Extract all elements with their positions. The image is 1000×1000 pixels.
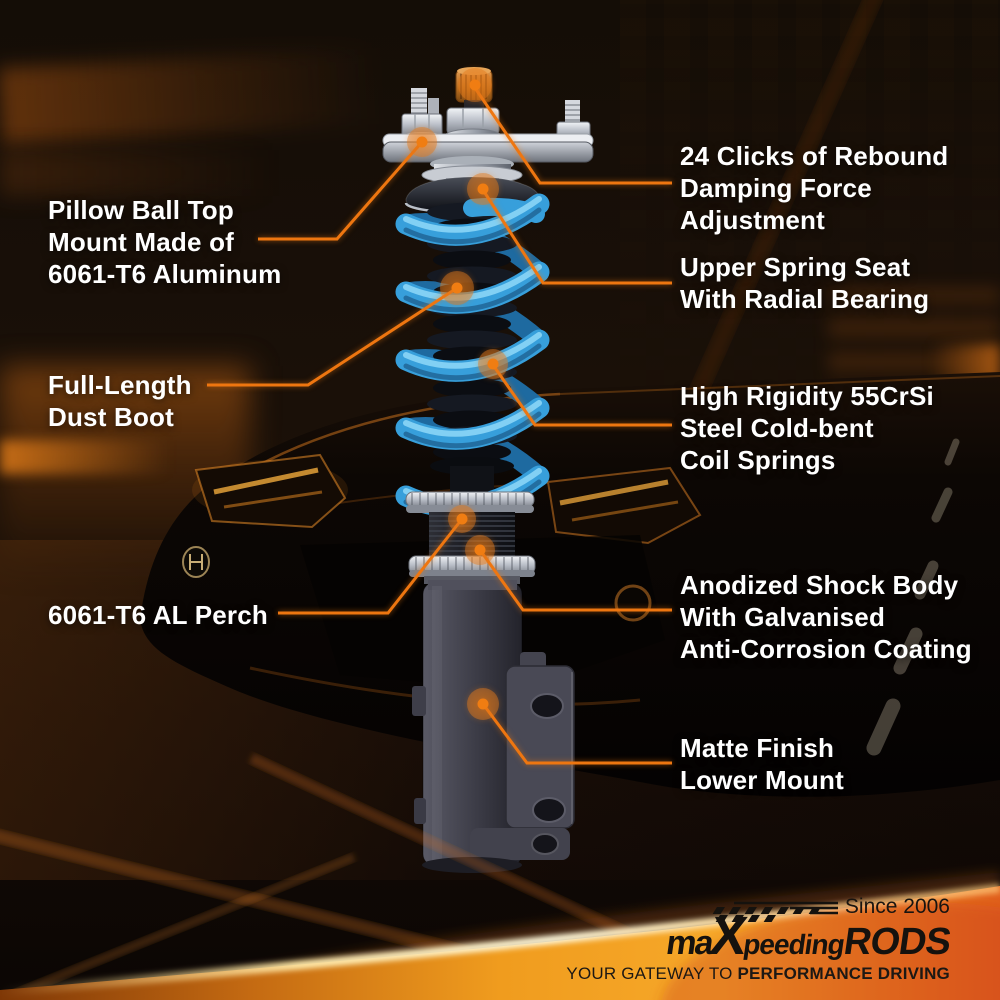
callout-line-lower-mount — [481, 703, 672, 765]
logo-rods: RODS — [840, 921, 953, 963]
honda-badge — [182, 546, 210, 578]
road-light-band-core — [0, 440, 170, 474]
tagline-bold: PERFORMANCE DRIVING — [737, 964, 950, 983]
callout-dot — [467, 688, 499, 720]
checkered-flag-icon — [712, 907, 821, 922]
label-pillow-ball-top-mount: Pillow Ball Top Mount Made of 6061-T6 Al… — [48, 195, 282, 289]
label-al-perch: 6061-T6 AL Perch — [48, 600, 268, 630]
label-shock-body: Anodized Shock Body With Galvanised Anti… — [680, 570, 972, 664]
callout-line-dust-boot — [207, 286, 458, 387]
callout-dot — [407, 127, 437, 157]
logo-ma: ma — [663, 924, 715, 962]
spring-perch — [405, 491, 535, 513]
callout-line-rebound — [473, 87, 672, 185]
callout-dot — [478, 349, 508, 379]
callout-dot — [467, 173, 499, 205]
headlight-right — [546, 466, 702, 545]
callout-line-pillow-ball — [258, 141, 424, 241]
label-upper-spring-seat: Upper Spring Seat With Radial Bearing — [680, 252, 930, 314]
callout-line-shock-body — [478, 549, 672, 612]
shock-body — [412, 580, 523, 867]
tagline-light: YOUR GATEWAY TO — [566, 964, 738, 983]
callout-dot — [448, 505, 476, 533]
lane-dashes — [866, 438, 960, 756]
label-coil-springs: High Rigidity 55CrSi Steel Cold-bent Coi… — [680, 381, 934, 475]
callout-dot — [465, 535, 495, 565]
label-lower-mount: Matte Finish Lower Mount — [680, 733, 844, 795]
headlight-left — [192, 453, 348, 529]
lower-mount-bracket — [422, 652, 575, 873]
label-dust-boot: Full-Length Dust Boot — [48, 370, 192, 432]
coil-spring — [395, 193, 550, 518]
logo-since: Since 2006 — [844, 895, 950, 918]
callout-line-al-perch — [278, 518, 464, 615]
callout-line-spring-seat — [481, 189, 672, 285]
label-rebound-adjustment: 24 Clicks of Rebound Damping Force Adjus… — [680, 141, 949, 235]
logo-tagline: YOUR GATEWAY TO PERFORMANCE DRIVING — [566, 964, 950, 984]
callout-dots — [407, 68, 508, 720]
callout-dot — [440, 271, 474, 305]
logo-peeding: peeding — [741, 929, 846, 960]
light-streak — [0, 150, 340, 196]
callout-line-coil-springs — [491, 364, 672, 427]
callout-dot — [458, 68, 492, 102]
